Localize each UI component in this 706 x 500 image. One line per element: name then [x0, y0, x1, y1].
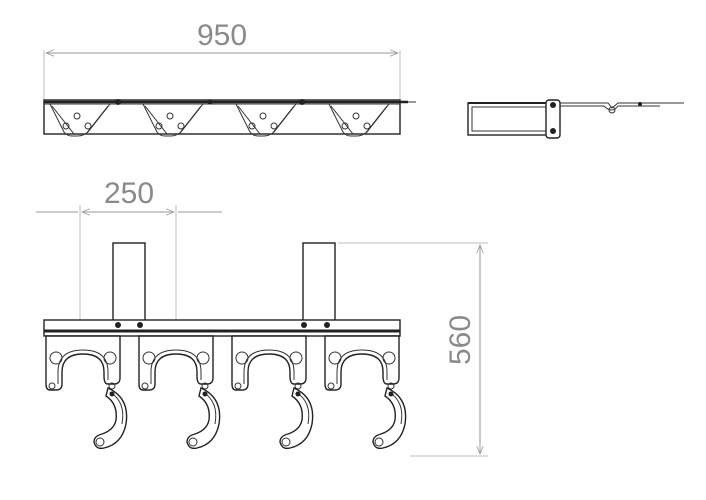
side-clamp	[545, 99, 561, 139]
dimension-label-width: 950	[197, 19, 247, 52]
front-view: 250 560	[36, 177, 488, 457]
hook-module-2	[138, 335, 221, 450]
main-beam	[43, 319, 401, 337]
hook-module-4	[324, 335, 407, 450]
mounting-post-right	[302, 242, 336, 322]
hook-module-3	[231, 335, 314, 450]
side-view	[467, 99, 684, 139]
top-view: 950	[43, 19, 416, 137]
side-bracket	[467, 102, 557, 136]
dimension-label-spacing: 250	[104, 177, 154, 210]
mounting-post-left	[112, 242, 146, 322]
hook-module-1	[45, 335, 128, 450]
dimension-label-height: 560	[444, 315, 477, 365]
